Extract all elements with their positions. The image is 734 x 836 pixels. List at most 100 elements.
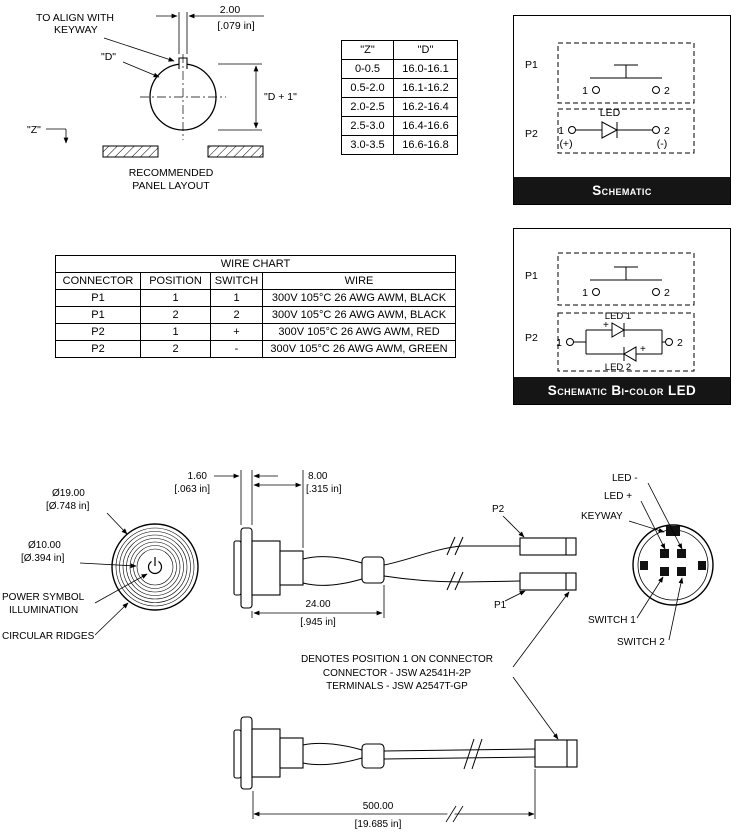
led-minus-label: LED - — [612, 473, 638, 484]
switch-pin1-label: 1 — [582, 85, 588, 97]
led-plus-label: (+) — [559, 138, 572, 150]
dim-8-00-label: 8.00 — [308, 471, 328, 482]
led1-label: LED 1 — [605, 311, 631, 322]
strain-relief — [361, 743, 385, 769]
rear-view-leaders — [628, 482, 684, 641]
p1-connector-label: P1 — [494, 600, 507, 611]
schematic-bicolor-shapes — [557, 252, 695, 372]
strain-relief — [361, 556, 385, 584]
d-plus-1-label: "D + 1" — [264, 91, 297, 103]
table-row: 2.0-2.5 16.2-16.4 — [341, 97, 458, 117]
schematic-bicolor-banner: Schematic Bi-color LED — [514, 377, 730, 404]
schematic-p1-label: P1 — [525, 59, 538, 71]
panel-hole-outline — [140, 54, 226, 140]
dim-1-60-label: 1.60 — [188, 471, 208, 482]
wire-cell-position: 2 — [140, 340, 211, 358]
panel-layout-drawing: TO ALIGN WITH KEYWAY 2.00 [.079 in] "D" … — [27, 4, 297, 192]
wire-cell-connector: P1 — [55, 306, 141, 324]
note-line1: DENOTES POSITION 1 ON CONNECTOR — [301, 654, 493, 665]
wire-chart-header-switch: SWITCH — [210, 272, 263, 290]
bicolor-p1-label: P1 — [525, 270, 538, 282]
table-row: CONNECTOR POSITION SWITCH WIRE — [55, 272, 456, 290]
table-row: 3.0-3.5 16.6-16.8 — [341, 135, 458, 155]
zd-cell-z: 0-0.5 — [341, 59, 394, 79]
hole-d-label: "D" — [101, 51, 116, 63]
schematic-drawing: P1 1 2 P2 1 LED 2 (+) (-) — [525, 42, 695, 154]
dia-10-label: Ø10.00 — [28, 540, 61, 551]
panel-cross-section — [102, 145, 264, 158]
pin-led-minus — [677, 549, 686, 558]
wire-cell-position: 1 — [140, 289, 211, 307]
table-row: P2 2 - 300V 105°C 26 AWG AWM, GREEN — [55, 340, 456, 358]
wire-chart-header-position: POSITION — [140, 272, 211, 290]
table-row: P2 1 + 300V 105°C 26 AWG AWM, RED — [55, 323, 456, 341]
dim-500-label: 500.00 — [363, 801, 394, 812]
zd-cell-z: 3.0-3.5 — [341, 135, 394, 155]
z-label: "Z" — [27, 124, 41, 136]
led-pin1-label: 1 — [556, 337, 562, 349]
connector-lower — [534, 739, 578, 768]
pin-led-plus — [660, 549, 669, 558]
rear-view-pins — [640, 526, 706, 576]
pin-switch-1 — [660, 567, 669, 576]
table-row: P1 1 1 300V 105°C 26 AWG AWM, BLACK — [55, 289, 456, 307]
dim-500-inches-label: [19.685 in] — [355, 819, 402, 830]
front-view — [111, 523, 199, 611]
dim-24-inches-label: [.945 in] — [300, 617, 336, 628]
keyway-label: KEYWAY — [581, 511, 623, 522]
connector-p1 — [519, 572, 577, 591]
pin-switch-2 — [677, 567, 686, 576]
wire-cell-wire: 300V 105°C 26 AWG AWM, BLACK — [262, 306, 456, 324]
led-label: LED — [600, 107, 621, 119]
dimension-500 — [252, 769, 536, 824]
wire-chart-title: WIRE CHART — [55, 255, 456, 273]
led-pin1-label: 1 — [558, 125, 564, 137]
table-row: 2.5-3.0 16.4-16.6 — [341, 116, 458, 136]
front-view-leaders — [79, 512, 148, 636]
zd-cell-z: 2.0-2.5 — [341, 97, 394, 117]
wire-cell-switch: 2 — [210, 306, 263, 324]
dim-1-60-inches-label: [.063 in] — [174, 484, 210, 495]
led-pin2-label: 2 — [664, 125, 670, 137]
zd-dimension-table: "Z" "D" 0-0.5 16.0-16.1 0.5-2.0 16.1-16.… — [341, 40, 458, 155]
wire-cell-position: 1 — [140, 323, 211, 341]
wire-cell-wire: 300V 105°C 26 AWG AWM, BLACK — [262, 289, 456, 307]
circular-ridges-label: CIRCULAR RIDGES — [2, 631, 95, 642]
dim-24-label: 24.00 — [305, 599, 330, 610]
table-row: WIRE CHART — [55, 255, 456, 273]
schematic-panel: P1 1 2 P2 1 LED 2 (+) (-) Schematic — [513, 15, 731, 205]
led-plus-label: LED + — [604, 491, 632, 502]
zd-cell-d: 16.4-16.6 — [393, 116, 458, 136]
bicolor-p2-label: P2 — [525, 332, 538, 344]
side-view-lower — [233, 716, 385, 790]
side-view-upper — [233, 527, 385, 609]
dim-2mm-label: 2.00 — [220, 4, 241, 16]
led1-plus-mark: + — [603, 320, 609, 331]
table-row: 0.5-2.0 16.1-16.2 — [341, 78, 458, 98]
panel-caption-line2: PANEL LAYOUT — [132, 180, 210, 192]
led-minus-label: (-) — [657, 138, 668, 150]
zd-cell-d: 16.0-16.1 — [393, 59, 458, 79]
zd-header-d: "D" — [393, 40, 458, 60]
wire-chart-table: WIRE CHART CONNECTOR POSITION SWITCH WIR… — [55, 255, 456, 358]
note-line3: TERMINALS - JSW A2547T-GP — [326, 681, 468, 692]
zd-cell-z: 0.5-2.0 — [341, 78, 394, 98]
led2-plus-mark: + — [640, 344, 646, 355]
connector-p2 — [519, 537, 577, 556]
led-pin2-label: 2 — [677, 337, 683, 349]
wire-cell-wire: 300V 105°C 26 AWG AWM, RED — [262, 323, 456, 341]
dia-19-label: Ø19.00 — [52, 488, 85, 499]
switch-pin2-label: 2 — [664, 85, 670, 97]
schematic-bicolor-panel: P1 1 2 P2 1 2 LED 1 LED 2 + + Schematic … — [513, 228, 731, 405]
zd-cell-d: 16.6-16.8 — [393, 135, 458, 155]
wire-chart-header-connector: CONNECTOR — [55, 272, 141, 290]
wire-cell-connector: P1 — [55, 289, 141, 307]
zd-header-z: "Z" — [341, 40, 394, 60]
assembly-drawing: Ø19.00 [Ø.748 in] Ø10.00 [Ø.394 in] POWE… — [2, 470, 714, 830]
dia-10-inches-label: [Ø.394 in] — [21, 553, 65, 564]
wire-cell-wire: 300V 105°C 26 AWG AWM, GREEN — [262, 340, 456, 358]
wire-cell-switch: 1 — [210, 289, 263, 307]
wire-cell-switch: - — [210, 340, 263, 358]
note-line2: CONNECTOR - JSW A2541H-2P — [323, 668, 472, 679]
zd-cell-d: 16.1-16.2 — [393, 78, 458, 98]
